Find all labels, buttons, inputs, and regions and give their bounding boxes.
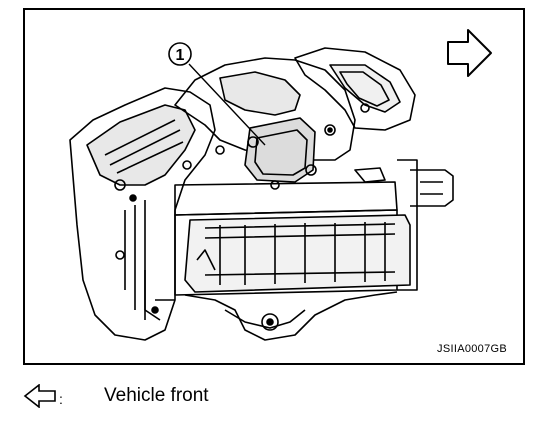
svg-text::: : [59, 391, 63, 407]
diagram-frame: 1 JSIIA0007GB [23, 8, 525, 365]
legend: : Vehicle front [22, 382, 422, 410]
hvac-unit-illustration: 1 [69, 29, 492, 341]
callout-number: 1 [176, 47, 185, 64]
arrow-left-outline-icon: : [22, 383, 66, 409]
legend-label: Vehicle front [104, 385, 209, 406]
figure-code: JSIIA0007GB [437, 343, 507, 355]
